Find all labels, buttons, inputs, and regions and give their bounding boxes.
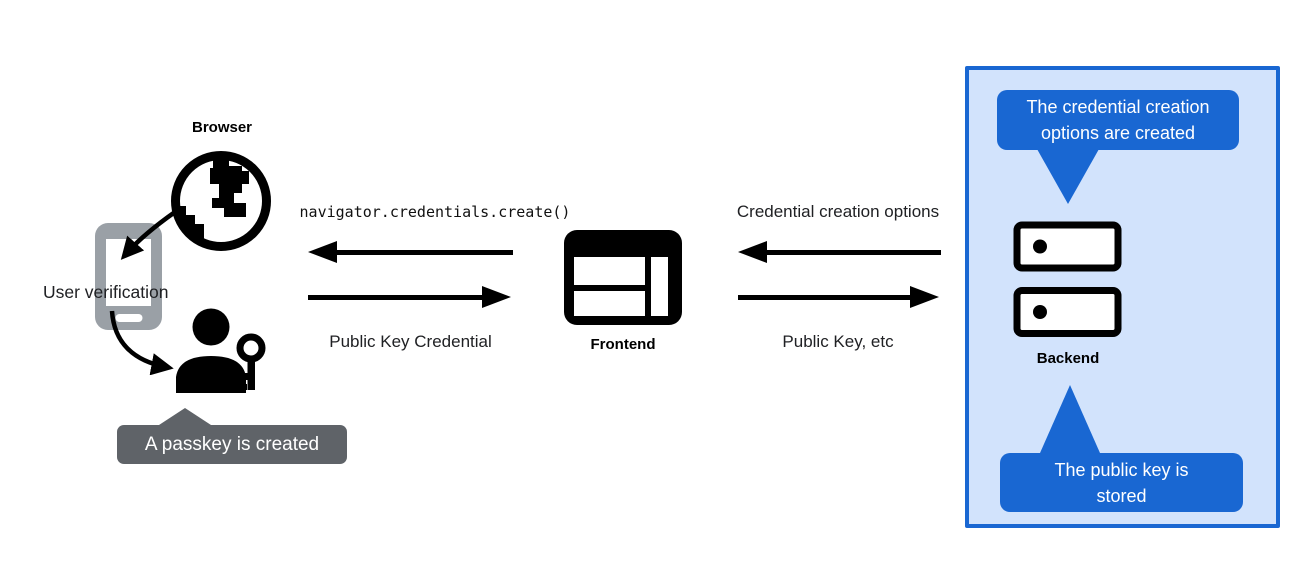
callout-line: The public key is: [1054, 459, 1189, 480]
frontend-window-icon: [564, 230, 682, 325]
passkey-created-text: A passkey is created: [144, 434, 320, 455]
callout-line: options are created: [1040, 123, 1196, 143]
callout-public-key-stored: The public key is stored: [1000, 453, 1243, 512]
curved-arrow-browser-to-phone: [120, 210, 177, 260]
navigator-credentials-create-label: navigator.credentials.create(): [299, 203, 571, 221]
callout-line: The credential creation: [1026, 97, 1210, 117]
tooltip-pointer-up: [159, 408, 211, 425]
backend-label: Backend: [1036, 350, 1100, 367]
arrow-shaft: [332, 249, 513, 255]
curved-arrow-phone-to-user: [109, 310, 174, 375]
arrow-browser-to-frontend: [308, 286, 511, 308]
arrow-head: [910, 286, 939, 308]
browser-label: Browser: [191, 119, 253, 136]
arrow-shaft: [308, 294, 487, 300]
public-key-credential-label: Public Key Credential: [329, 332, 492, 351]
backend-panel: The credential creation options are crea…: [965, 66, 1280, 528]
arrow-shaft: [762, 249, 941, 255]
frontend-label: Frontend: [590, 336, 656, 353]
arrow-shaft: [738, 294, 915, 300]
credential-creation-options-label: Credential creation options: [736, 202, 940, 221]
callout-pointer-up: [1040, 385, 1100, 453]
smartphone-home-bar: [115, 314, 142, 322]
arrow-head: [308, 241, 337, 263]
arrow-head: [738, 241, 767, 263]
callout-line: stored: [1096, 485, 1147, 506]
user-verification-label: User verification: [43, 282, 169, 302]
browser-globe-icon: [171, 151, 271, 251]
user-passkey-icon: [176, 308, 266, 393]
arrow-backend-to-frontend: [738, 241, 941, 263]
arrow-frontend-to-browser: [308, 241, 513, 263]
passkey-created-tooltip: A passkey is created: [117, 408, 347, 464]
callout-pointer-down: [1037, 149, 1099, 204]
public-key-etc-label: Public Key, etc: [782, 332, 894, 351]
callout-credential-options-created: The credential creation options are crea…: [997, 90, 1239, 150]
arrow-frontend-to-backend: [738, 286, 939, 308]
backend-server-icon: [1013, 221, 1122, 337]
arrow-head: [482, 286, 511, 308]
